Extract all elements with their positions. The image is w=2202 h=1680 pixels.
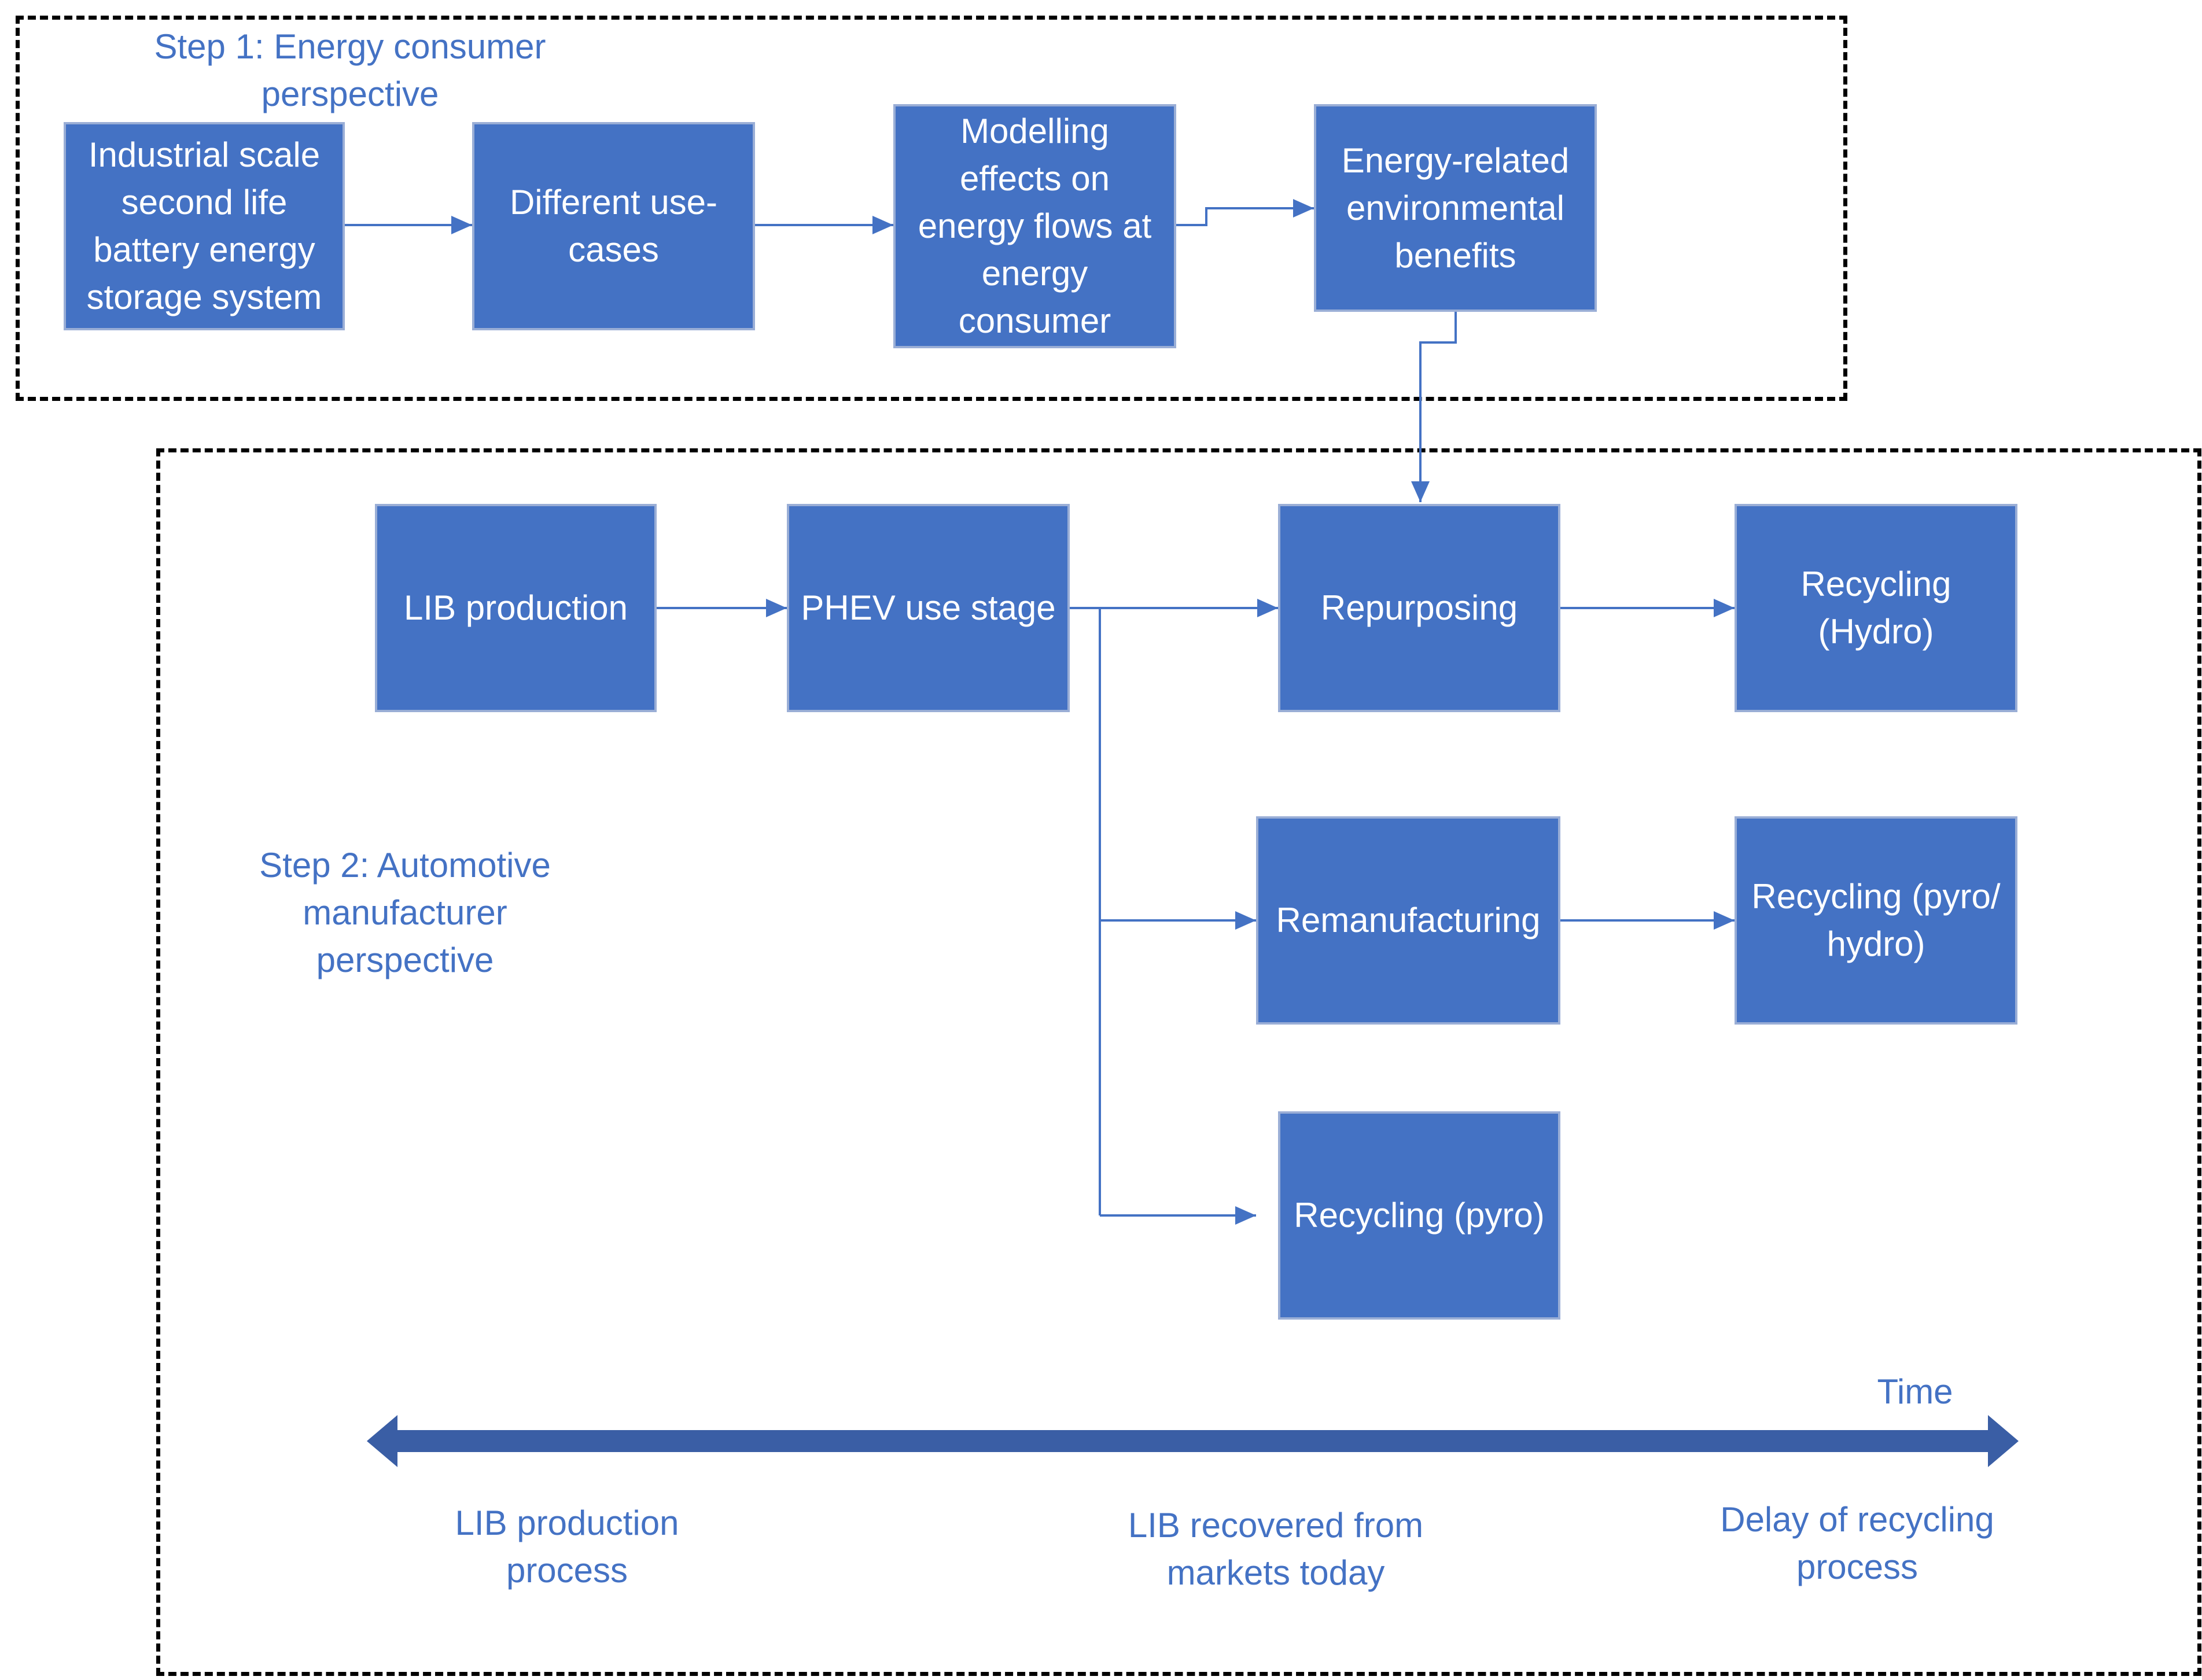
step2-title: Step 2: Automotive manufacturer perspect…: [259, 846, 551, 979]
step2-frame: [156, 448, 2201, 1676]
timeline-left-label: LIB production process: [455, 1504, 679, 1590]
box-recycling-hydro: Recycling (Hydro): [1735, 504, 2017, 712]
step1-frame: [16, 16, 1847, 401]
arrow-benefits-to-repurposing: [1411, 312, 1457, 502]
timeline-arrow: [367, 1415, 2019, 1467]
box-recycling-pyro: Recycling (pyro): [1278, 1111, 1560, 1320]
box-lib-production: LIB production: [375, 504, 657, 712]
box-energy-benefits: Energy-related environmental benefits: [1314, 104, 1597, 312]
box-phev-use-stage: PHEV use stage: [787, 504, 1070, 712]
box-use-cases: Different use- cases: [472, 122, 755, 330]
timeline-right-label: Delay of recycling process: [1720, 1500, 1994, 1586]
box-recycling-pyro-hydro: Recycling (pyro/ hydro): [1735, 816, 2017, 1025]
step1-title: Step 1: Energy consumer perspective: [154, 27, 546, 113]
box-remanufacturing: Remanufacturing: [1256, 816, 1560, 1025]
timeline-middle-label: LIB recovered from markets today: [1128, 1506, 1424, 1592]
box-battery-storage: Industrial scale second life battery ene…: [64, 122, 345, 330]
box-modelling: Modelling effects on energy flows at ene…: [893, 104, 1176, 348]
arrow-modelling-to-benefits: [1176, 199, 1314, 226]
box-repurposing: Repurposing: [1278, 504, 1560, 712]
timeline-label: Time: [1877, 1372, 1953, 1411]
